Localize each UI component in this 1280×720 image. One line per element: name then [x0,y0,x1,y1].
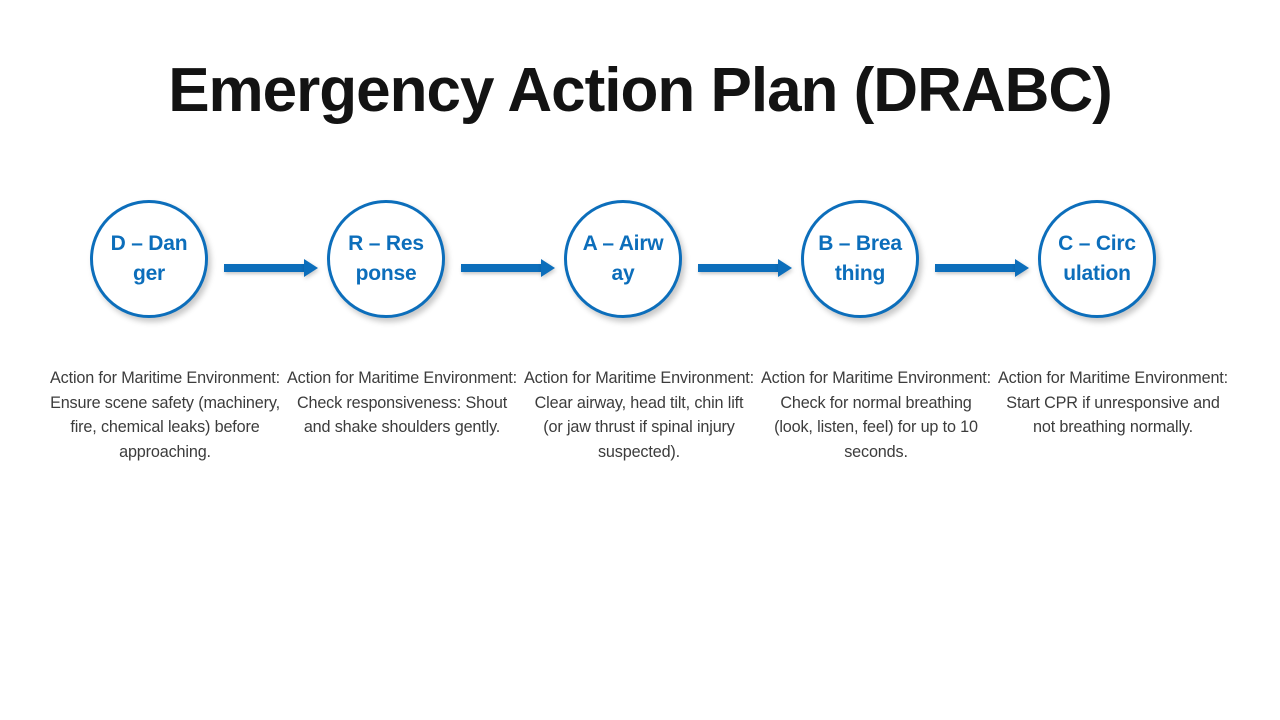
flow-node-caption-response: Action for Maritime Environment: Check r… [287,369,517,437]
right-arrow-icon-3 [698,258,792,278]
flow-node-caption-airway: Action for Maritime Environment: Clear a… [524,369,754,461]
flow-node-danger[interactable]: D – Danger [90,196,218,344]
arrow-shaft [698,264,778,272]
right-arrow-icon-1 [224,258,318,278]
arrow-shaft [461,264,541,272]
flow-node-airway[interactable]: A – Airway [564,196,692,344]
page-title: Emergency Action Plan (DRABC) [168,56,1113,125]
flow-node-breathing[interactable]: B – Breathing [801,196,929,344]
flow-node-caption-circulation: Action for Maritime Environment: Start C… [998,369,1228,437]
flow-node-caption-breathing: Action for Maritime Environment: Check f… [761,369,991,461]
flow-node-label: R – Response [348,232,424,285]
flow-node-label: A – Airway [582,232,664,285]
circle-shape-airway[interactable]: A – Airway [564,200,682,318]
circle-shape-circulation[interactable]: C – Circulation [1038,200,1156,318]
arrow-shaft [935,264,1015,272]
arrow-head [304,259,318,277]
circle-shape-breathing[interactable]: B – Breathing [801,200,919,318]
arrow-shaft [224,264,304,272]
right-arrow-icon-2 [461,258,555,278]
flow-node-label: C – Circulation [1058,232,1136,285]
flow-node-circulation[interactable]: C – Circulation [1038,196,1166,344]
flow-node-response[interactable]: R – Response [327,196,455,344]
right-arrow-icon-4 [935,258,1029,278]
flow-node-label: D – Danger [110,232,188,285]
arrow-head [1015,259,1029,277]
arrow-head [541,259,555,277]
circle-shape-danger[interactable]: D – Danger [90,200,208,318]
drabc-flow-diagram: D – Danger R – Response A – Airway [90,196,1200,346]
flow-node-label: B – Breathing [818,232,902,285]
flow-node-caption-danger: Action for Maritime Environment: Ensure … [50,369,280,461]
circle-shape-response[interactable]: R – Response [327,200,445,318]
arrow-head [778,259,792,277]
